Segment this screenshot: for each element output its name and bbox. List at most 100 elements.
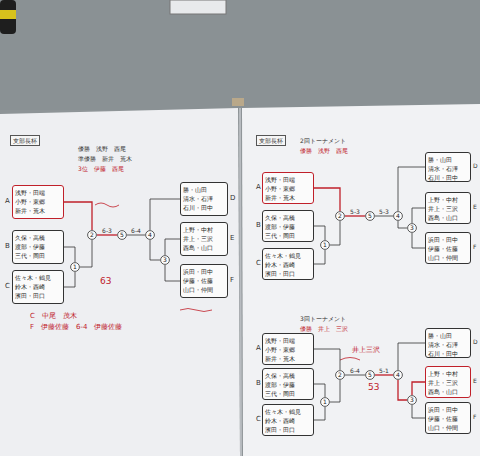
bracket-line bbox=[165, 265, 180, 281]
team-box: 浜田・田中伊藤・佐藤山口・仲間 bbox=[180, 264, 228, 298]
team-name: 上野・中村 bbox=[428, 369, 468, 378]
team-name: 浅野・田端 bbox=[15, 188, 61, 197]
bracket-line bbox=[314, 250, 325, 264]
note-label: D bbox=[230, 194, 235, 203]
note-label: D bbox=[473, 162, 478, 170]
bracket-line bbox=[314, 407, 325, 420]
team-name: 石川・田中 bbox=[183, 203, 225, 212]
note-label: 優勝 井上 三沢 bbox=[300, 325, 348, 333]
team-name: 清水・石澤 bbox=[428, 164, 468, 173]
bracket-line bbox=[165, 239, 180, 255]
team-name: 西島・山口 bbox=[428, 387, 468, 396]
score-label: 6-4 bbox=[131, 227, 141, 234]
team-name: 久保・高橋 bbox=[265, 371, 311, 380]
match-number: 3 bbox=[407, 223, 417, 233]
match-number: 1 bbox=[70, 262, 80, 272]
tape bbox=[232, 98, 244, 106]
team-name: 渡部・伊藤 bbox=[265, 380, 311, 389]
team-name: 井上・三沢 bbox=[428, 378, 468, 387]
circle-shape bbox=[118, 231, 127, 240]
score-label: 5-3 bbox=[350, 208, 360, 215]
match-circle: 2 bbox=[335, 370, 345, 380]
note-label: F bbox=[473, 413, 476, 421]
bracket-line bbox=[412, 208, 425, 223]
match-number: 4 bbox=[393, 370, 403, 380]
team-name: 勝・山田 bbox=[428, 155, 468, 164]
circle-shape bbox=[321, 241, 330, 250]
bracket-line bbox=[345, 375, 365, 376]
team-name: 西島・山口 bbox=[428, 213, 468, 222]
bracket-line bbox=[150, 240, 160, 260]
match-circle: 3 bbox=[407, 395, 417, 405]
team-box: 久保・高橋渡部・伊藤三代・岡田 bbox=[262, 368, 314, 400]
team-name: 佐々木・鶴見 bbox=[15, 273, 61, 282]
circle-shape bbox=[366, 371, 375, 380]
team-name: 石川・田中 bbox=[428, 173, 468, 182]
header-box: 支部長杯 bbox=[256, 135, 286, 146]
match-circle: 4 bbox=[145, 230, 155, 240]
team-box: 浅野・田端小野・東郷新井・荒木 bbox=[262, 333, 314, 365]
team-name: 支部長杯 bbox=[257, 136, 285, 145]
team-box: 上野・中村井上・三沢西島・山口 bbox=[180, 222, 228, 256]
note-label: C bbox=[256, 259, 261, 268]
team-box: 佐々木・鶴見鈴木・西崎濱田・田口 bbox=[262, 248, 314, 280]
note-label: 準優勝 新井 荒木 bbox=[78, 155, 132, 163]
match-circle: 2 bbox=[87, 230, 97, 240]
red-scribble bbox=[95, 203, 119, 207]
bracket-line bbox=[398, 167, 425, 211]
bracket-line bbox=[375, 374, 393, 375]
note-label: 井上三沢 bbox=[352, 346, 380, 355]
team-name: 鈴木・西崎 bbox=[15, 282, 61, 291]
team-box: 勝・山田清水・石澤石川・田中 bbox=[425, 152, 471, 182]
team-name: 濱田・田口 bbox=[265, 269, 311, 278]
match-circle: 3 bbox=[407, 223, 417, 233]
team-name: 西島・山口 bbox=[183, 243, 225, 252]
bracket-line bbox=[412, 233, 425, 248]
circle-shape bbox=[146, 231, 155, 240]
red-scribble bbox=[340, 358, 360, 361]
note-label: 63 bbox=[100, 276, 111, 287]
team-name: 浜田・田中 bbox=[183, 267, 225, 276]
team-name: 伊藤・佐藤 bbox=[183, 276, 225, 285]
bracket-line bbox=[127, 235, 145, 236]
match-circle: 5 bbox=[365, 211, 375, 221]
circle-shape bbox=[321, 398, 330, 407]
bracket-line bbox=[314, 188, 340, 211]
note-label: C bbox=[5, 282, 10, 291]
header-box: 支部長杯 bbox=[10, 135, 40, 146]
match-number: 4 bbox=[145, 230, 155, 240]
circle-shape bbox=[336, 371, 345, 380]
bracket-line bbox=[64, 202, 92, 230]
team-name: 濱田・田口 bbox=[265, 425, 311, 434]
team-name: 清水・石澤 bbox=[183, 194, 225, 203]
match-number: 5 bbox=[117, 230, 127, 240]
match-number: 3 bbox=[407, 395, 417, 405]
table-surface bbox=[0, 0, 480, 110]
note-label: E bbox=[473, 203, 477, 211]
note-label: C 中尾 茂木 bbox=[30, 312, 77, 321]
circle-shape bbox=[394, 371, 403, 380]
team-box: 久保・高橋渡部・伊藤三代・岡田 bbox=[262, 210, 314, 242]
bracket-line bbox=[80, 240, 92, 267]
bracket-line bbox=[97, 234, 117, 235]
match-circle: 2 bbox=[335, 211, 345, 221]
bracket-line bbox=[398, 380, 407, 400]
score-label: 5-3 bbox=[379, 208, 389, 215]
circle-shape bbox=[71, 263, 80, 272]
bracket-line bbox=[375, 216, 393, 217]
small-paper bbox=[170, 0, 226, 14]
team-box: 上野・中村井上・三沢西島・山口 bbox=[425, 366, 471, 398]
match-number: 3 bbox=[160, 255, 170, 265]
team-name: 久保・高橋 bbox=[15, 233, 61, 242]
note-label: 3位 伊藤 西尾 bbox=[78, 165, 124, 173]
team-name: 浜田・田中 bbox=[428, 405, 468, 414]
note-label: E bbox=[473, 377, 477, 385]
bracket-line bbox=[150, 199, 180, 230]
sheet-gap bbox=[240, 108, 241, 456]
match-circle: 5 bbox=[365, 370, 375, 380]
note-label: F bbox=[473, 243, 476, 251]
bottle-band bbox=[0, 10, 16, 19]
note-label: A bbox=[256, 183, 261, 192]
team-name: 三代・岡田 bbox=[265, 389, 311, 398]
